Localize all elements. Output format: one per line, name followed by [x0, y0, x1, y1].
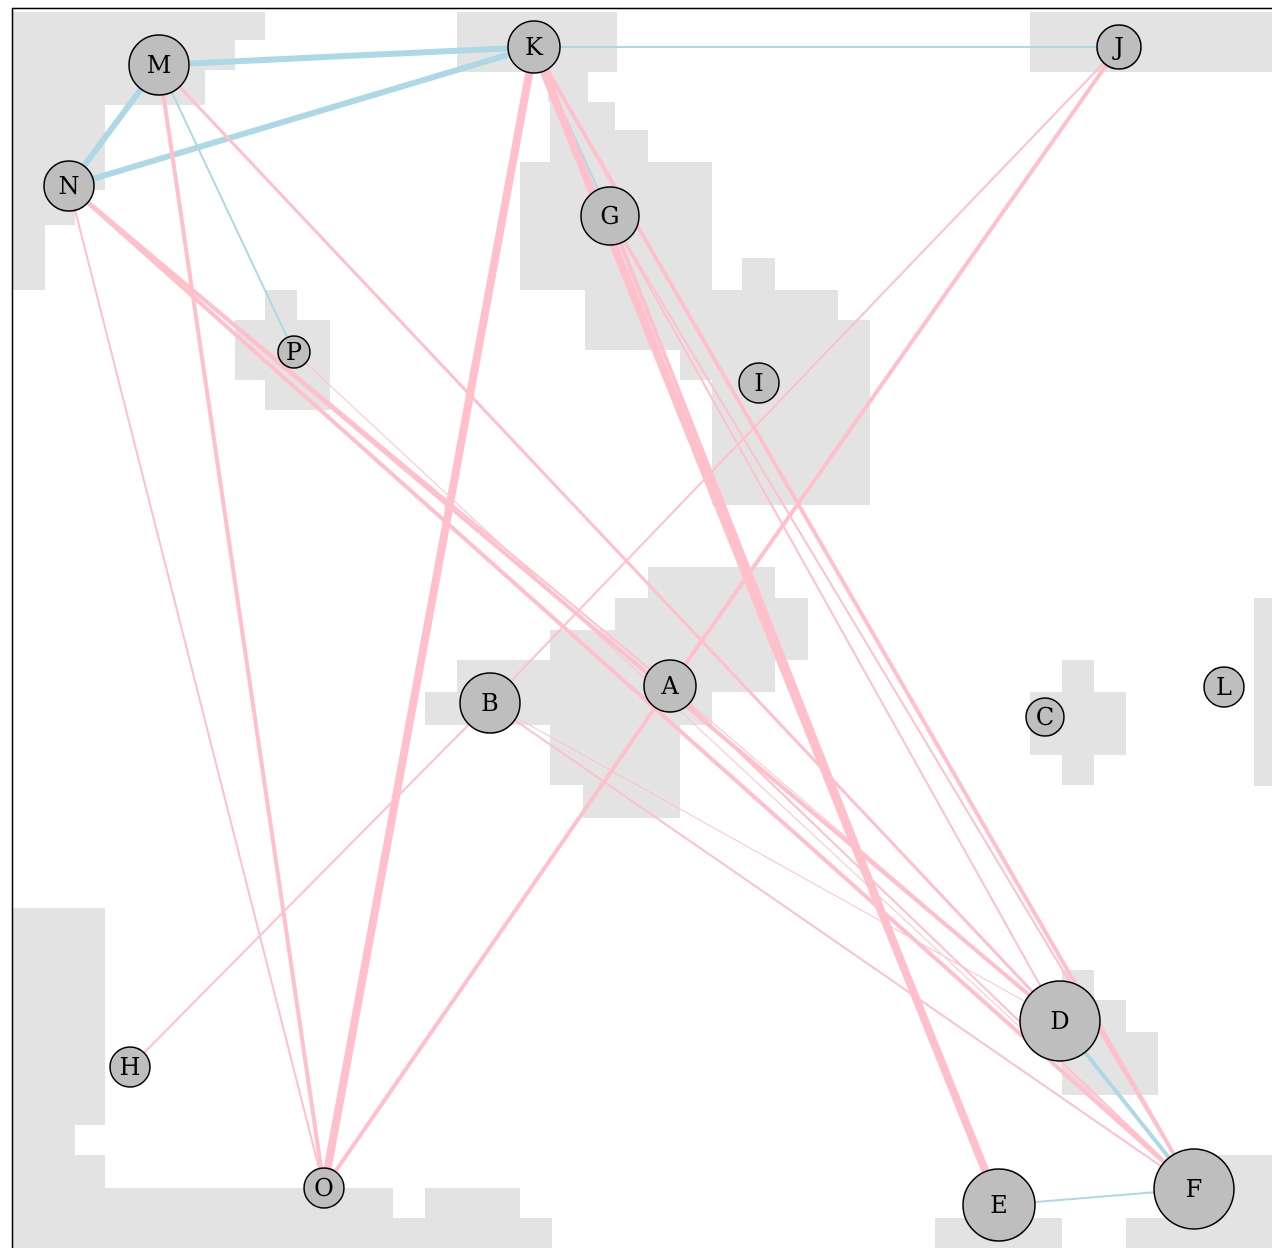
node-label: O [314, 1174, 334, 1202]
node-b[interactable]: B [459, 672, 521, 734]
edge-m-k [158, 44, 535, 68]
node-d[interactable]: D [1019, 980, 1101, 1062]
node-label: M [147, 51, 172, 79]
node-label: G [600, 202, 619, 230]
edge-n-a [68, 185, 671, 687]
edge-b-h [129, 702, 491, 1068]
edge-j-b [489, 46, 1120, 704]
node-label: A [660, 672, 679, 700]
node-circle [1025, 697, 1065, 737]
node-circle [1153, 1148, 1235, 1230]
edge-g-e [608, 215, 1001, 1206]
edge-b-f [489, 702, 1195, 1190]
edge-n-k [68, 44, 535, 189]
node-n[interactable]: N [43, 160, 95, 212]
node-circle [1096, 24, 1142, 70]
node-a[interactable]: A [643, 659, 697, 713]
edge-n-o [68, 185, 325, 1189]
edge-m-o [157, 64, 326, 1189]
edge-a-o [322, 684, 672, 1190]
edge-g-d [609, 215, 1061, 1022]
edge-a-f [669, 685, 1195, 1190]
node-circle [507, 20, 561, 74]
node-h[interactable]: H [109, 1046, 151, 1088]
node-k[interactable]: K [507, 20, 561, 74]
edge-m-d [157, 63, 1062, 1023]
node-circle [109, 1046, 151, 1088]
node-label: H [120, 1053, 141, 1081]
node-g[interactable]: G [580, 186, 640, 246]
edge-b-d [489, 702, 1061, 1022]
node-label: C [1036, 703, 1054, 731]
node-circle [303, 1167, 345, 1209]
node-p[interactable]: P [277, 335, 311, 369]
node-m[interactable]: M [128, 34, 190, 96]
edge-k-o [320, 46, 538, 1189]
node-circle [459, 672, 521, 734]
node-label: J [1111, 33, 1124, 61]
node-o[interactable]: O [303, 1167, 345, 1209]
edge-j-a [668, 45, 1121, 688]
node-circle [962, 1168, 1036, 1242]
edge-m-p [158, 64, 295, 353]
node-f[interactable]: F [1153, 1148, 1235, 1230]
node-circle [738, 362, 780, 404]
nodes: A B C D E F G H I J K L M N O P [43, 20, 1245, 1242]
node-label: N [59, 172, 80, 200]
node-circle [277, 335, 311, 369]
plot-border [11, 7, 1272, 1248]
node-label: P [286, 338, 302, 366]
node-label: B [481, 689, 499, 717]
edge-a-d [669, 685, 1061, 1022]
node-j[interactable]: J [1096, 24, 1142, 70]
node-circle [643, 659, 697, 713]
node-e[interactable]: E [962, 1168, 1036, 1242]
node-circle [43, 160, 95, 212]
node-c[interactable]: C [1025, 697, 1065, 737]
node-label: D [1050, 1007, 1069, 1035]
node-circle [1019, 980, 1101, 1062]
node-i[interactable]: I [738, 362, 780, 404]
node-l[interactable]: L [1203, 666, 1245, 708]
node-label: K [525, 33, 544, 61]
node-circle [128, 34, 190, 96]
edge-n-f [67, 184, 1196, 1191]
node-label: I [754, 369, 763, 397]
node-label: E [990, 1191, 1008, 1219]
node-label: L [1216, 673, 1232, 701]
node-label: F [1186, 1175, 1203, 1203]
node-circle [1203, 666, 1245, 708]
node-circle [580, 186, 640, 246]
